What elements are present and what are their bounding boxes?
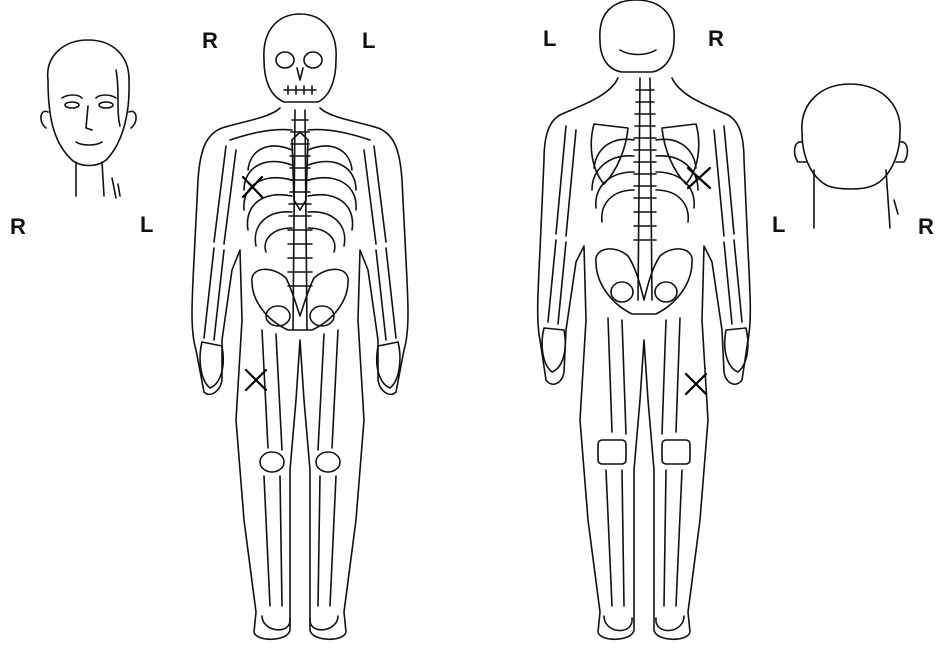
label-head-back-right: R bbox=[918, 216, 934, 238]
label-body-back-left: L bbox=[543, 28, 556, 50]
head-front-figure bbox=[41, 40, 136, 198]
pain-mark-back-thigh bbox=[686, 374, 706, 394]
head-back-figure bbox=[795, 84, 908, 228]
label-head-back-left: L bbox=[772, 214, 785, 236]
skeleton-front-figure bbox=[192, 14, 408, 639]
label-head-front-left: L bbox=[140, 214, 153, 236]
label-body-back-right: R bbox=[708, 28, 724, 50]
pain-mark-front-thigh bbox=[246, 370, 266, 390]
label-body-front-right: R bbox=[202, 30, 218, 52]
label-head-front-right: R bbox=[10, 216, 26, 238]
pain-mark-front-chest bbox=[243, 177, 262, 197]
skeleton-back-figure bbox=[538, 0, 751, 639]
pain-mark-back-shoulder bbox=[688, 168, 710, 188]
label-body-front-left: L bbox=[362, 30, 375, 52]
